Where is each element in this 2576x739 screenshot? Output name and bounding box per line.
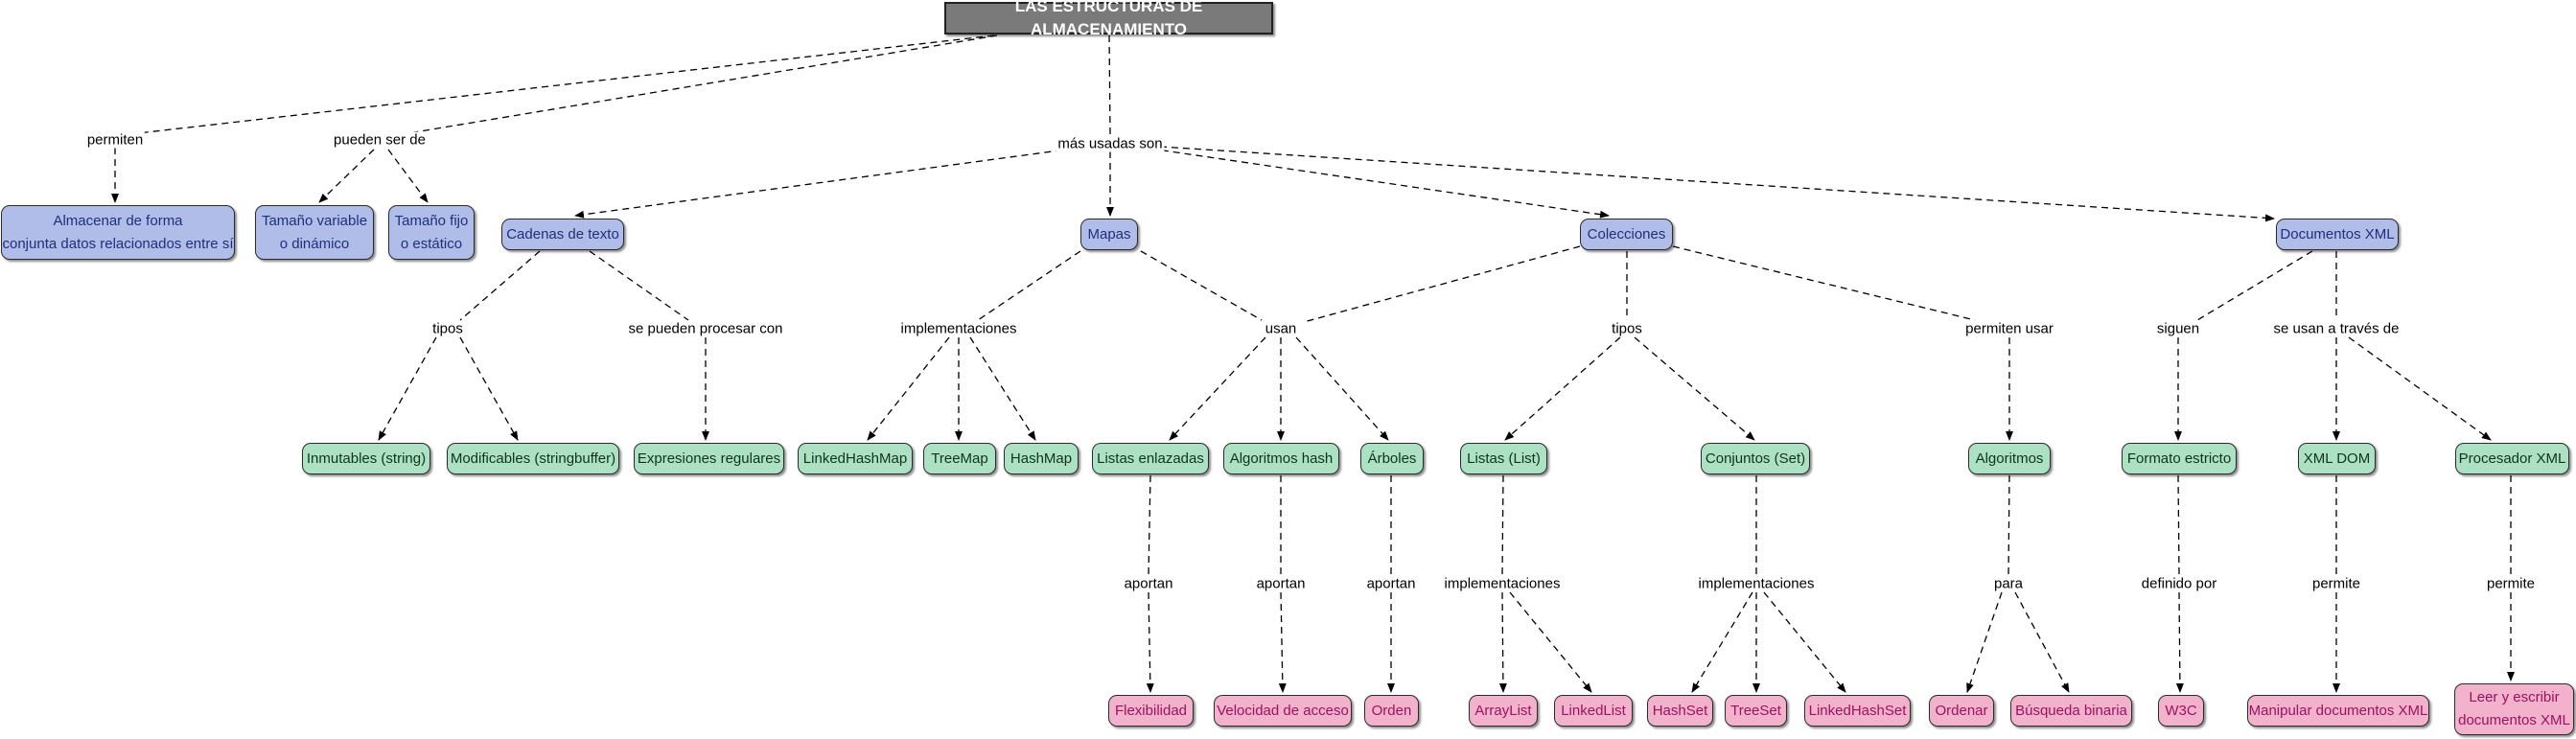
node-leer-y-escribir: Leer y escribir documentos XML [2454, 683, 2574, 735]
phrase-implementaciones-mapas: implementaciones [898, 320, 1019, 337]
connector-line [589, 250, 689, 321]
phrase-definido-por: definido por [2139, 575, 2219, 592]
node-arraylist: ArrayList [1469, 695, 1538, 727]
node-listas-enlazadas: Listas enlazadas [1092, 443, 1209, 474]
connector-line [1634, 336, 1755, 441]
node-linkedhashmap: LinkedHashMap [798, 443, 913, 474]
node-flexibilidad: Flexibilidad [1108, 695, 1194, 727]
connector-line [2196, 250, 2313, 321]
phrase-aportan-listas: aportan [1122, 575, 1175, 592]
connector-line [2014, 591, 2070, 693]
node-hashmap: HashMap [1004, 443, 1079, 474]
connector-line [459, 250, 541, 321]
node-linkedlist: LinkedList [1554, 695, 1633, 727]
node-tamano-fijo: Tamaño fijo o estático [388, 205, 475, 260]
node-expresiones-regulares: Expresiones regulares [634, 443, 784, 474]
connector-line [1146, 591, 1154, 693]
connector-line [1966, 591, 2003, 693]
phrase-permite-procesador: permite [2484, 575, 2538, 592]
connector-line [1140, 250, 1263, 321]
node-formato-estricto: Formato estricto [2122, 443, 2237, 474]
node-manipular-documentos-xml: Manipular documentos XML [2247, 695, 2429, 727]
node-procesador-xml: Procesador XML [2455, 443, 2569, 474]
node-linkedhashset: LinkedHashSet [1804, 695, 1911, 727]
node-conjuntos-set: Conjuntos (Set) [1701, 443, 1810, 474]
connector-line [2007, 474, 2010, 576]
phrase-permiten: permiten [84, 131, 146, 149]
phrase-usan: usan [1263, 320, 1299, 337]
node-arboles: Árboles [1360, 443, 1424, 474]
phrase-pueden-ser-de: pueden ser de [332, 131, 428, 149]
node-velocidad-de-acceso: Velocidad de acceso [1214, 695, 1352, 727]
node-cadenas-de-texto: Cadenas de texto [501, 219, 624, 250]
connector-line [1278, 591, 1287, 693]
connector-line [2348, 336, 2492, 441]
node-almacenar: Almacenar de forma conjunta datos relaci… [1, 205, 235, 260]
connector-line [574, 148, 1075, 219]
connector-line [1148, 474, 1151, 576]
connector-line [1763, 591, 1846, 693]
connector-line [1504, 336, 1621, 441]
node-xml-dom: XML DOM [2298, 443, 2376, 474]
phrase-se-usan-a-traves-de: se usan a través de [2271, 320, 2402, 337]
phrase-implementaciones-list: implementaciones [1442, 575, 1563, 592]
phrase-tipos-colecciones: tipos [1610, 320, 1644, 337]
node-mapas: Mapas [1080, 219, 1138, 250]
phrase-aportan-hash: aportan [1254, 575, 1308, 592]
connector-line [378, 336, 437, 441]
phrase-implementaciones-set: implementaciones [1696, 575, 1817, 592]
connector-line [1691, 591, 1753, 693]
connector-line [1501, 474, 1504, 576]
node-listas-list: Listas (List) [1460, 443, 1547, 474]
connector-line [2177, 474, 2180, 576]
connector-line [387, 149, 429, 203]
node-hashset: HashSet [1647, 695, 1713, 727]
node-algoritmos-hash: Algoritmos hash [1223, 443, 1339, 474]
node-ordenar: Ordenar [1929, 695, 1994, 727]
connector-line [318, 149, 375, 203]
node-treemap: TreeMap [923, 443, 996, 474]
connector-line [459, 336, 519, 441]
connector-line [1509, 591, 1592, 693]
connector-line [1672, 245, 1976, 321]
connector-line [867, 336, 950, 441]
connector-line [1295, 336, 1389, 441]
connector-line [2175, 591, 2184, 693]
node-colecciones: Colecciones [1580, 219, 1673, 250]
phrase-siguen: siguen [2154, 320, 2202, 337]
phrase-para: para [1991, 575, 2026, 592]
connector-line [402, 35, 998, 135]
connector-line [128, 35, 995, 135]
node-documentos-xml: Documentos XML [2276, 219, 2399, 250]
phrase-tipos-cadenas: tipos [430, 320, 465, 337]
connector-line [1303, 245, 1581, 323]
connector-line [1149, 148, 1610, 219]
map-title: LAS ESTRUCTURAS DE ALMACENAMIENTO [944, 0, 1273, 38]
phrase-mas-usadas-son: más usadas son [1056, 135, 1165, 152]
node-modificables: Modificables (stringbuffer) [447, 443, 619, 474]
connector-line [977, 250, 1081, 321]
connector-line [1498, 591, 1507, 693]
connector-line [1169, 336, 1266, 441]
phrase-se-pueden-procesar-con: se pueden procesar con [626, 320, 785, 337]
phrase-aportan-arboles: aportan [1364, 575, 1418, 592]
node-algoritmos: Algoritmos [1968, 443, 2051, 474]
node-treeset: TreeSet [1725, 695, 1787, 727]
connector-line [1108, 35, 1111, 135]
connector-line [1159, 146, 2275, 222]
node-w3c: W3C [2158, 695, 2204, 727]
node-tamano-variable: Tamaño variable o dinámico [255, 205, 374, 260]
node-inmutables: Inmutables (string) [302, 443, 430, 474]
node-orden: Orden [1364, 695, 1419, 727]
node-busqueda-binaria: Búsqueda binaria [2010, 695, 2132, 727]
phrase-permiten-usar: permiten usar [1963, 320, 2055, 337]
connector-line [969, 336, 1036, 441]
phrase-permite-dom: permite [2309, 575, 2363, 592]
